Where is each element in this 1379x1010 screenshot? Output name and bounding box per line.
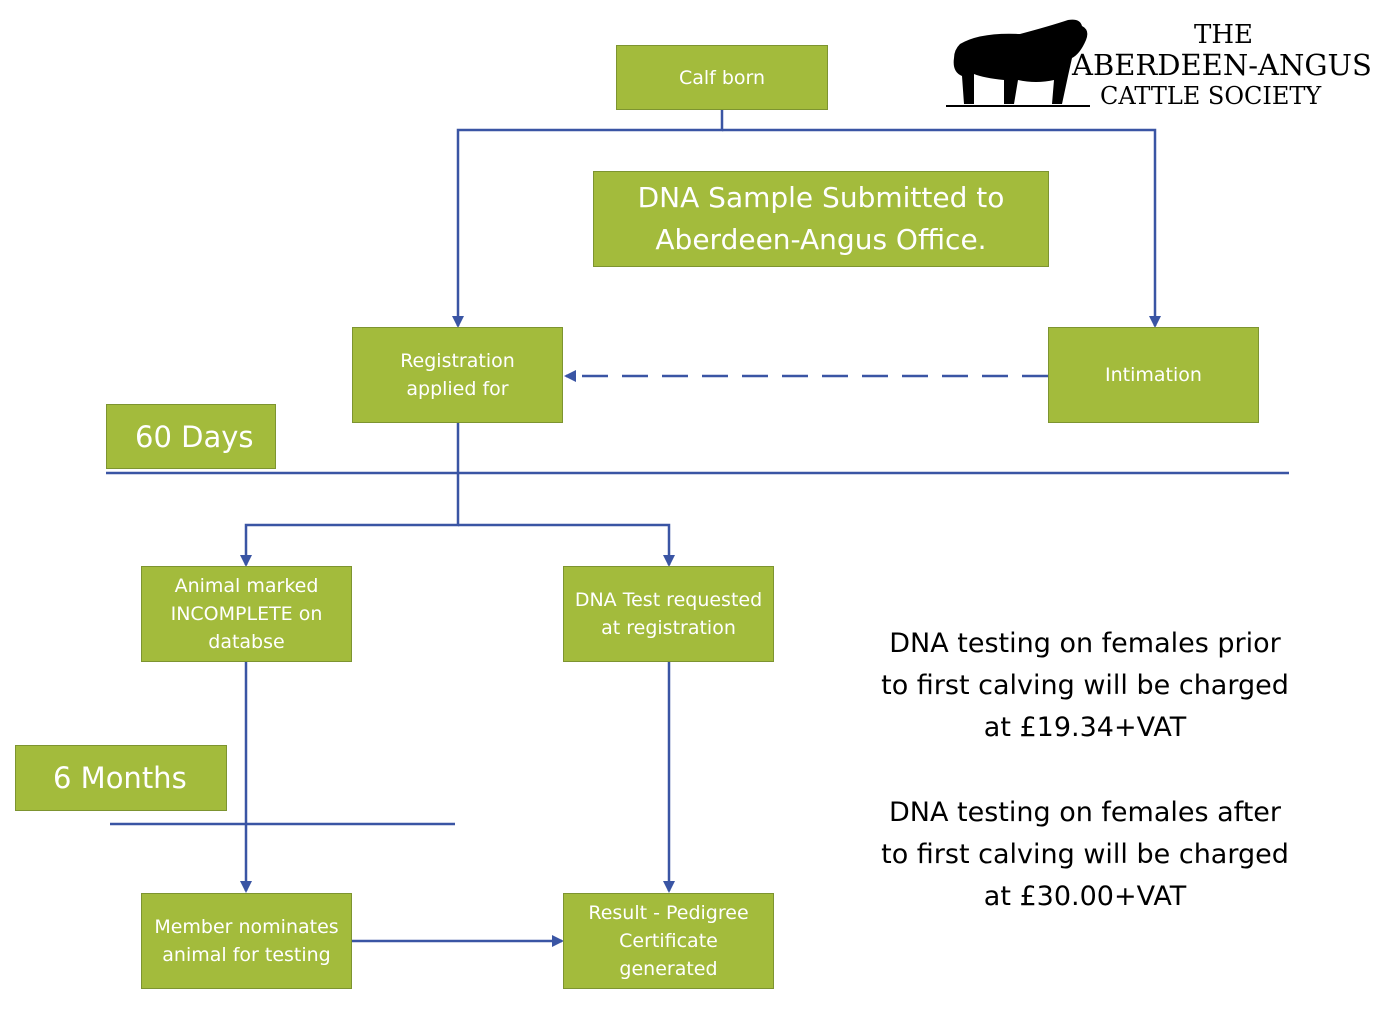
- bull-silhouette-icon: [946, 19, 1090, 107]
- node-member-nominates: Member nominates animal for testing: [141, 893, 352, 989]
- connector-calf-to-intimation: [722, 128, 1161, 328]
- node-dna-test-requested: DNA Test requested at registration: [563, 566, 774, 662]
- note-before-first-calving: DNA testing on females prior to first ca…: [881, 628, 1289, 743]
- marker-6-months: 6 Months: [15, 745, 227, 811]
- logo-line-cattle-society: CATTLE SOCIETY: [1100, 82, 1322, 110]
- node-result-certificate: Result - Pedigree Certificate generated: [563, 893, 774, 989]
- marker-60-days: 60 Days: [106, 404, 276, 469]
- logo-line-aberdeen-angus: ABERDEEN-ANGUS: [1072, 48, 1372, 82]
- connector-calf-to-registration: [452, 110, 724, 328]
- node-calf-born: Calf born: [616, 45, 828, 110]
- node-animal-incomplete: Animal marked INCOMPLETE on databse: [141, 566, 352, 662]
- connector-registration-to-dna-test: [458, 523, 675, 567]
- society-logo: THE ABERDEEN-ANGUS CATTLE SOCIETY: [940, 14, 1372, 114]
- node-dna-sample-submitted: DNA Sample Submitted to Aberdeen-Angus O…: [593, 171, 1049, 267]
- note-after-first-calving: DNA testing on females after to first ca…: [881, 797, 1289, 912]
- node-registration-applied: Registration applied for: [352, 327, 563, 423]
- connector-registration-to-incomplete: [240, 423, 460, 567]
- logo-line-the: THE: [1194, 20, 1253, 50]
- node-intimation: Intimation: [1048, 327, 1259, 423]
